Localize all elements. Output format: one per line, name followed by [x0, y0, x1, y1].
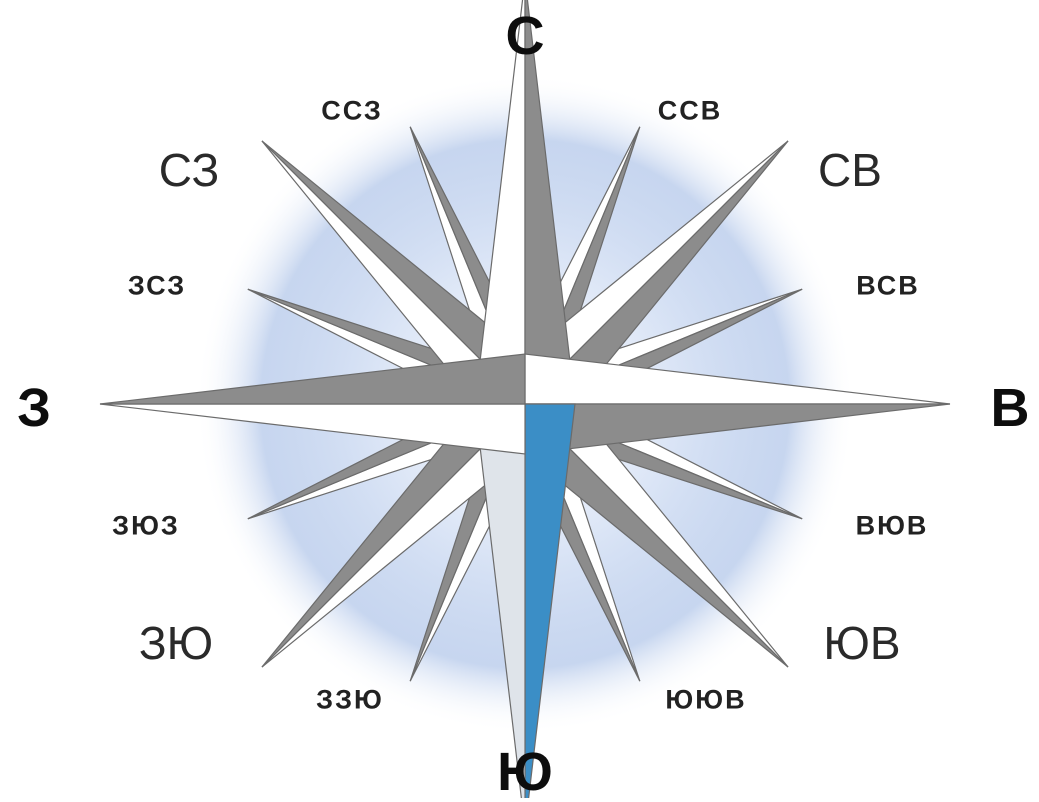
label-north-northeast: ССВ	[658, 98, 723, 125]
label-northeast: СВ	[818, 147, 882, 193]
label-southeast: ЮВ	[823, 620, 900, 666]
label-west-northwest: ЗСЗ	[128, 273, 186, 300]
label-east-southeast: ВЮВ	[856, 513, 929, 540]
label-southwest: ЗЮ	[139, 620, 213, 666]
label-north-northwest: ССЗ	[321, 98, 383, 125]
cardinal-points	[100, 0, 950, 798]
label-south-southwest: ЗЗЮ	[316, 687, 384, 714]
label-south: Ю	[497, 745, 553, 799]
label-east: В	[991, 381, 1030, 435]
label-west-southwest: ЗЮЗ	[112, 513, 180, 540]
label-south-southeast: ЮЮВ	[665, 687, 746, 714]
label-west: З	[17, 381, 51, 435]
label-east-northeast: ВСВ	[856, 273, 919, 300]
label-north: С	[506, 9, 545, 63]
label-northwest: СЗ	[159, 147, 220, 193]
